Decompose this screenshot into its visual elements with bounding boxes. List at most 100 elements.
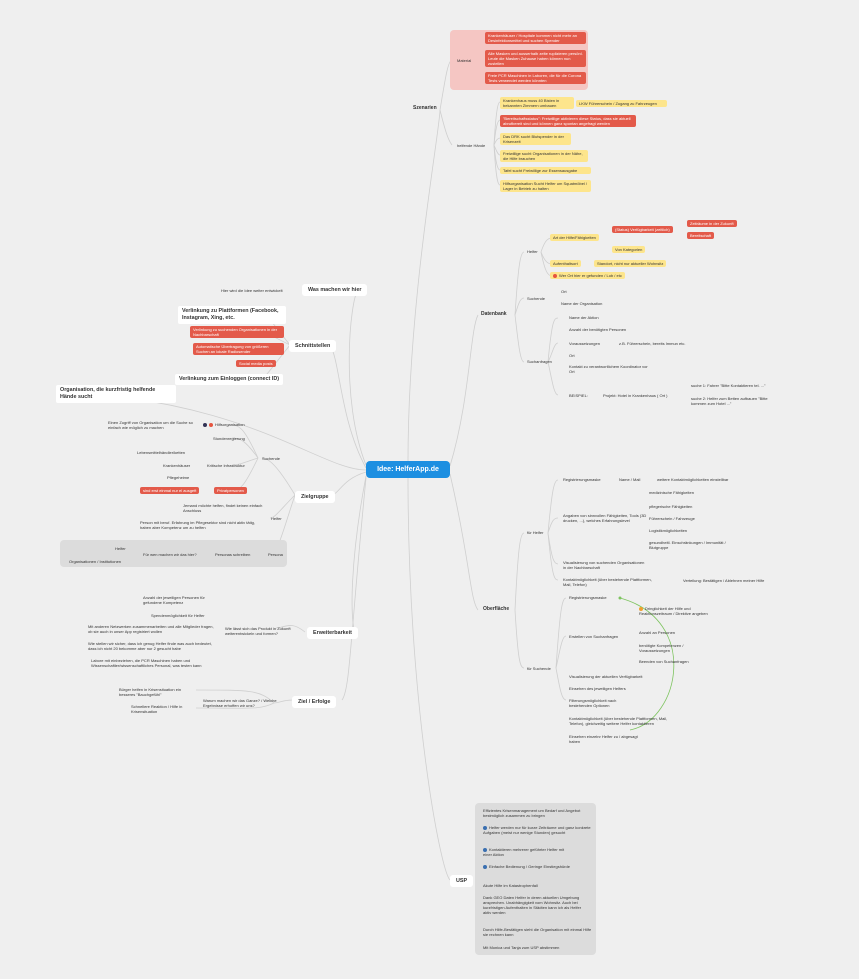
oberflaeche-node[interactable]: Oberfläche xyxy=(483,606,510,612)
helfende-item-5[interactable]: Freiwillige sucht Organisationen in der … xyxy=(500,150,588,162)
zielgruppe-helfer-item-1[interactable]: Jemand möchte helfen, findet keinen einf… xyxy=(183,503,263,513)
ui-suchende-item-6[interactable]: Beenden von Suchanfragen xyxy=(639,659,689,664)
schnittstellen-node[interactable]: Schnittstellen xyxy=(289,340,337,352)
ui-helfer-item-3[interactable]: weitere Kontaktmöglichkeiten einstellbar xyxy=(657,477,729,482)
usp-item-4[interactable]: Einfache Bedienung / Geringe Einstiegshü… xyxy=(480,863,576,870)
db-suchende-item-2[interactable]: Name der Organisation xyxy=(561,301,603,306)
organisation-note[interactable]: Organisation, die kurzfristig helfende H… xyxy=(56,385,176,403)
was-machen-node[interactable]: Was machen wir hier xyxy=(302,284,368,296)
usp-item-7[interactable]: Durch Hilfe-Bestätigen sieht die Organis… xyxy=(483,927,592,937)
ui-suchende-item-10[interactable]: Kontaktmöglichkeit (über bestehende Plat… xyxy=(569,716,668,726)
db-suchanfragen-item-5[interactable]: Ort xyxy=(569,353,575,358)
ui-helfer-item-10[interactable]: Visualisierung von suchenden Organisatio… xyxy=(563,560,645,570)
material-item-2[interactable]: Alle Masken und ausserhalb zelte ruplizi… xyxy=(485,50,586,67)
ui-helfer-item-11[interactable]: Kontaktmöglichkeit (über bestehende Plat… xyxy=(563,577,652,587)
persona-sub[interactable]: Personas schreiben xyxy=(215,552,251,557)
erweiterbarkeit-question[interactable]: Wie lässt sich das Produkt in Zukunft we… xyxy=(225,626,291,636)
ui-helfer-item-9[interactable]: gesundheitl. Einschränkungen / Immunität… xyxy=(649,540,726,550)
persona-item-1[interactable]: Helfer xyxy=(115,546,126,551)
ui-helfer-item-7[interactable]: Führerschein / Fahrzeuge xyxy=(649,516,695,521)
db-suchanfragen-item-3[interactable]: Voraussetzungen xyxy=(569,341,600,346)
ui-suchende-item-4[interactable]: Anzahl an Personen xyxy=(639,630,676,635)
suchende-item-7[interactable]: Pflegeheime xyxy=(167,475,190,480)
db-suchanfragen-item-2[interactable]: Anzahl der benötigten Personen xyxy=(569,327,627,332)
db-helfer-item-3[interactable]: Zeiträume in der Zukunft xyxy=(687,220,737,227)
erweiterbarkeit-item-5[interactable]: Labore mit einbeziehen, die PCR Maschine… xyxy=(91,658,202,668)
zielgruppe-helfer-item-2[interactable]: Person mit beruf. Erfahrung im Pflegesek… xyxy=(140,520,255,530)
ui-helfer-item-5[interactable]: medizinische Fähigkeiten xyxy=(649,490,694,495)
ui-suchende-item-8[interactable]: Einsehen des jeweiligen Helfers xyxy=(569,686,626,691)
usp-item-8[interactable]: Mit Monica und Tanja zum USP abstimmen xyxy=(483,945,560,950)
usp-node[interactable]: USP xyxy=(450,875,474,887)
ui-suchende-item-9[interactable]: Filterungsmöglichkeit nach bestehenden O… xyxy=(569,698,617,708)
suchende-item-4[interactable]: Lebensmittelhändler/ketten xyxy=(137,450,186,455)
erweiterbarkeit-item-4[interactable]: Wie stellen wir sicher, dass ich genug H… xyxy=(88,641,212,651)
schnittstellen-item-1[interactable]: Verlinkung zu Plattformen (Facebook, Ins… xyxy=(178,306,286,324)
erweiterbarkeit-item-1[interactable]: Anzahl der jeweiligen Personen für gefun… xyxy=(143,595,205,605)
db-suchanfragen-item-1[interactable]: Name der Aktion xyxy=(569,315,599,320)
erweiterbarkeit-item-3[interactable]: Mit anderen Netzwerken zusammenarbeiten … xyxy=(88,624,214,634)
schnittstellen-item-5[interactable]: Verlinkung zum Einloggen (connect ID) xyxy=(175,374,284,385)
ui-helfer-item-8[interactable]: Logistikmöglichkeiten xyxy=(649,528,688,533)
material-node[interactable]: Material xyxy=(457,58,472,63)
db-helfer-node[interactable]: Helfer xyxy=(527,249,538,254)
db-helfer-item-8[interactable]: Wer Ort hier er gefunden / Lob / etc xyxy=(550,272,625,279)
suchende-item-6[interactable]: Kritische Infrastruktur xyxy=(207,463,245,468)
db-suchanfragen-node[interactable]: Suchanfragen xyxy=(527,359,552,364)
material-item-1[interactable]: Krankenhäuser / Hospitale kommen nicht m… xyxy=(485,32,586,44)
ui-helfer-item-2[interactable]: Name / Mail xyxy=(619,477,641,482)
suchende-item-9[interactable]: Privatpersonen xyxy=(214,487,247,494)
datenbank-node[interactable]: Datenbank xyxy=(481,311,507,317)
zielgruppe-node[interactable]: Zielgruppe xyxy=(295,491,335,503)
db-helfer-item-6[interactable]: Aufenthaltsort xyxy=(550,260,581,267)
ui-suchende-item-11[interactable]: Einsehen einzelnr Helfer zu / abgesagt h… xyxy=(569,734,638,744)
ui-suchende-item-2[interactable]: Erstellen von Suchanfragen xyxy=(569,634,619,639)
usp-item-1[interactable]: Effizientes Krisenmanagement um Bedarf u… xyxy=(483,808,581,818)
db-suchanfragen-item-6[interactable]: Kontakt zu verantwortlichem Koordinator … xyxy=(569,364,648,374)
helfende-item-1[interactable]: Krankenhaus muss 40 Bisten in bekannten … xyxy=(500,97,574,109)
db-helfer-item-1[interactable]: Art der Hilfe/Fähigkeiten xyxy=(550,234,599,241)
erweiterbarkeit-node[interactable]: Erweiterbarkeit xyxy=(307,627,358,639)
db-suchanfragen-item-4[interactable]: z.B. Führerschein, bereits Immun etc. xyxy=(619,341,686,346)
ziel-item-2[interactable]: Schnellere Reaktion / Hilfe in Krisensit… xyxy=(131,704,183,714)
db-suchanfragen-item-7[interactable]: BEISPIEL: xyxy=(569,393,588,398)
persona-question[interactable]: Für wen machen wir das hier? xyxy=(143,552,197,557)
schnittstellen-item-4[interactable]: Social media posts xyxy=(236,360,276,367)
db-suchanfragen-item-8[interactable]: Projekt: Hotel in Krankenhaus ( Ort ) xyxy=(603,393,668,398)
suchende-node[interactable]: Suchende xyxy=(262,456,281,461)
db-suchende-item-1[interactable]: Ort xyxy=(561,289,567,294)
db-helfer-item-4[interactable]: Bereitschaft xyxy=(687,232,715,239)
ziel-question[interactable]: Warum machen wir das Ganze? / Welche Erg… xyxy=(203,698,277,708)
ui-suchende-item-7[interactable]: Visualisierung der aktuellen Verfügbarke… xyxy=(569,674,643,679)
ui-helfer-item-6[interactable]: pflegerische Fähigkeiten xyxy=(649,504,693,509)
persona-item-2[interactable]: Organisationen / Institutionen xyxy=(69,559,122,564)
material-item-3[interactable]: Freie PCR Maschinen in Laboren, die für … xyxy=(485,72,586,84)
ui-helfer-item-4[interactable]: Angaben von sinnvollen Fähigkeiten, Tool… xyxy=(563,513,647,523)
ui-helfer-item-1[interactable]: Registrierungsmaske xyxy=(563,477,601,482)
ui-suchende-item-3[interactable]: Dringlichkeit der Hilfe und Reaktionszei… xyxy=(636,605,714,617)
ui-helfer-item-12[interactable]: Verteilung: Bestätigen / Ablehnen meiner… xyxy=(683,578,765,583)
erweiterbarkeit-item-2[interactable]: Spendenmöglichkeit für Helfer xyxy=(151,613,205,618)
db-helfer-item-2[interactable]: (Status) Verfügbarkeit (zeitlich) xyxy=(612,226,673,233)
root-node[interactable]: Idee: HelferApp.de xyxy=(366,461,450,478)
helfende-item-2[interactable]: LKW Führerschein / Zugang zu Fahrzeugen xyxy=(576,100,667,107)
helfende-item-3[interactable]: "Bereitschaftsstatus": Freiwillige aktiv… xyxy=(500,115,636,127)
persona-node[interactable]: Persona xyxy=(268,552,283,557)
ui-suchende-node[interactable]: für Suchende xyxy=(527,666,551,671)
helfende-item-4[interactable]: Das DRK sucht Blutspender in der Krisenz… xyxy=(500,133,571,145)
db-suchanfragen-item-9[interactable]: suche 1: Fahrer "Bitte Kontaktieren tel.… xyxy=(691,383,766,388)
suchende-item-5[interactable]: Krankenhäuser xyxy=(163,463,191,468)
db-suchende-node[interactable]: Suchende xyxy=(527,296,546,301)
ziel-node[interactable]: Ziel / Erfolge xyxy=(292,696,337,708)
zielgruppe-helfer-node[interactable]: Helfer xyxy=(271,516,282,521)
usp-item-5[interactable]: Akute Hilfe im Katastrophenfall xyxy=(483,883,538,888)
usp-item-3[interactable]: Kontaktieren mehrerer geführter Helfer m… xyxy=(480,846,576,858)
suchende-item-1[interactable]: Einen Zugriff von Organisation um die Su… xyxy=(108,420,193,430)
ui-helfer-node[interactable]: für Helfer xyxy=(527,530,544,535)
szenarien-node[interactable]: Szenarien xyxy=(413,105,437,111)
suchende-item-8[interactable]: sind erst einmal nur el ausgeft xyxy=(140,487,200,494)
db-helfer-item-5[interactable]: Von Kategorien xyxy=(612,246,646,253)
helfende-item-7[interactable]: Hilfsorganisation Sucht Helfer um Squatm… xyxy=(500,180,591,192)
schnittstellen-item-2[interactable]: Verlinkung zu suchenden Organisationen i… xyxy=(190,326,284,338)
